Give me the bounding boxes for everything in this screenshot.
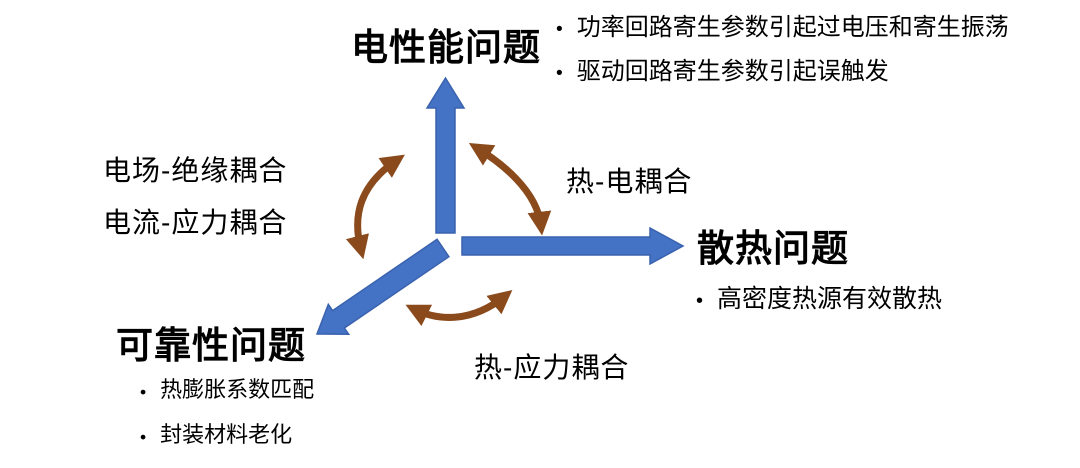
list-item: 高密度热源有效散热 [696,284,942,314]
list-item: 封装材料老化 [140,421,314,449]
current-stress-coupling-label: 电流-应力耦合 [103,207,288,238]
list-item: 驱动回路寄生参数引起误触发 [556,57,1009,87]
thermal-stress-coupling-label: 热-应力耦合 [474,352,630,383]
electrical-bullet-list: 功率回路寄生参数引起过电压和寄生振荡 驱动回路寄生参数引起误触发 [556,13,1009,87]
bullet-text: 驱动回路寄生参数引起误触发 [576,58,889,85]
up-arrow [425,76,466,234]
field-insulation-coupling-label: 电场-绝缘耦合 [103,155,288,186]
right-arrow [461,226,685,266]
coupling-arc-right [468,143,552,236]
bullet-text: 功率回路寄生参数引起过电压和寄生振荡 [576,14,1009,41]
reliability-bullet-list: 热膨胀系数匹配 封装材料老化 [140,376,314,449]
bullet-text: 高密度热源有效散热 [717,285,943,313]
coupling-arc-bottom [405,289,513,327]
heat-dissipation-problems-title: 散热问题 [697,228,849,269]
bullet-text: 封装材料老化 [160,422,293,447]
coupling-arc-left [345,154,405,260]
reliability-problems-title: 可靠性问题 [116,325,306,366]
list-item: 热膨胀系数匹配 [140,376,314,404]
thermal-electrical-coupling-label: 热-电耦合 [566,166,693,197]
down-left-arrow [315,238,450,335]
electrical-problems-title: 电性能问题 [351,27,541,68]
bullet-text: 热膨胀系数匹配 [160,377,315,402]
list-item: 功率回路寄生参数引起过电压和寄生振荡 [556,13,1009,43]
heat-bullet-list: 高密度热源有效散热 [696,284,942,314]
